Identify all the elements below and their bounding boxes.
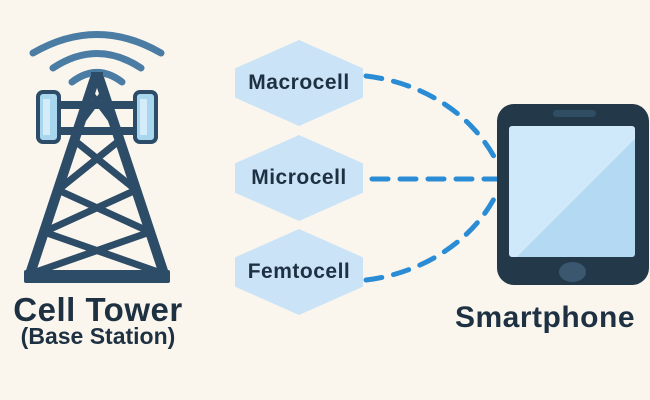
- microcell-label: Microcell: [251, 166, 347, 189]
- microcell-hexagon: Microcell: [235, 135, 363, 221]
- tower-lattice: [25, 72, 169, 278]
- femtocell-label: Femtocell: [247, 260, 351, 283]
- phone-speaker-icon: [553, 110, 596, 117]
- smartphone-label: Smartphone: [455, 301, 636, 334]
- femtocell-connector: [363, 190, 500, 283]
- phone-home-button-icon: [559, 262, 586, 282]
- antenna-panels: [36, 90, 158, 144]
- base-station-sublabel: (Base Station): [20, 323, 176, 349]
- femtocell-hexagon: Femtocell: [235, 229, 363, 315]
- macrocell-hexagon: Macrocell: [235, 40, 363, 126]
- phone-screen: [509, 126, 635, 257]
- tower-base: [24, 270, 170, 283]
- macrocell-connector: [363, 73, 500, 165]
- cell-tower-label: Cell Tower: [13, 291, 183, 328]
- macrocell-label: Macrocell: [248, 71, 350, 94]
- wifi-signal-icon: [29, 31, 165, 86]
